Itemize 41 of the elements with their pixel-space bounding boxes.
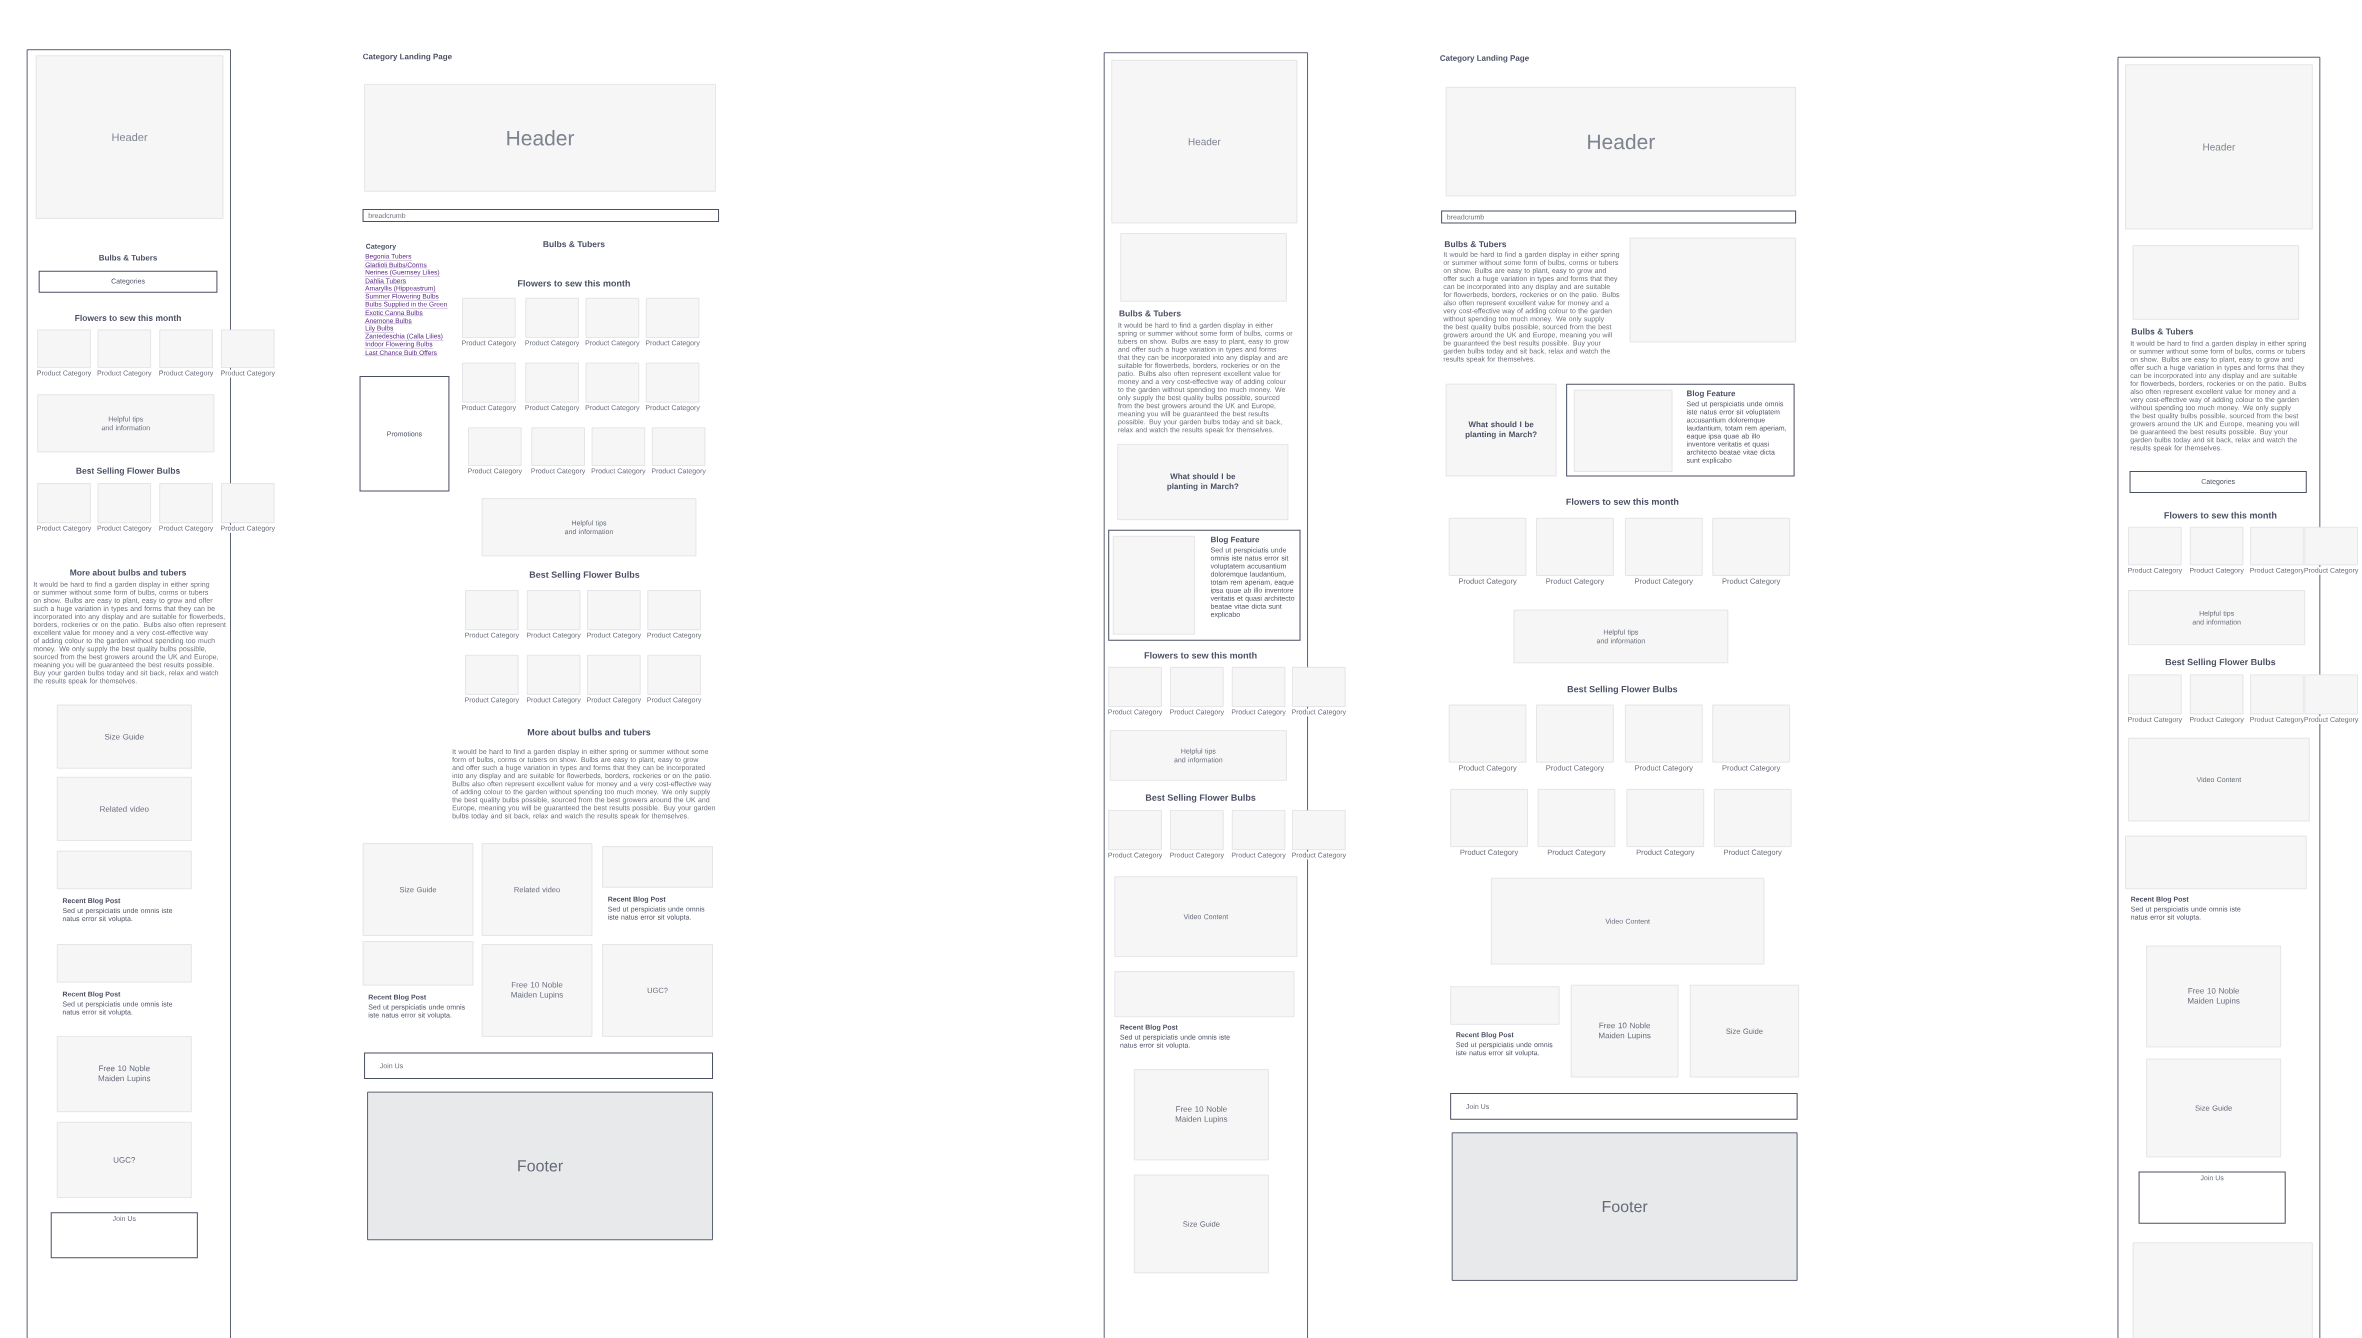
- content-box: Free 10 Noble Maiden Lupins: [1570, 984, 1679, 1078]
- image-box: [1573, 389, 1673, 472]
- content-box: What should I be planting in March?: [1445, 383, 1557, 477]
- section-heading: Best Selling Flower Bulbs: [1567, 685, 1678, 695]
- section-heading: Bulbs & Tubers: [543, 240, 605, 248]
- footer-block: Footer: [1451, 1132, 1798, 1281]
- header-block: Header: [1111, 59, 1298, 224]
- section-heading: Bulbs & Tubers: [1119, 310, 1181, 317]
- image-box: [2132, 245, 2300, 320]
- section-heading: Flowers to sew this month: [1144, 651, 1257, 659]
- page-title: Category Landing Page: [363, 53, 452, 61]
- content-box: Free 10 Noble Maiden Lupins: [481, 944, 593, 1037]
- header-block: Header: [35, 55, 224, 219]
- section-heading: Flowers to sew this month: [1566, 498, 1679, 505]
- content-box: Related video: [56, 777, 192, 841]
- section-heading: More about bulbs and tubers: [527, 728, 651, 736]
- content-box: Size Guide: [56, 704, 192, 769]
- section-heading: Bulbs & Tubers: [2131, 328, 2194, 335]
- section-heading: More about bulbs and tubers: [70, 569, 186, 576]
- page-title: Category Landing Page: [1440, 55, 1529, 63]
- section-heading: Flowers to sew this month: [75, 314, 181, 321]
- section-heading: Best Selling Flower Bulbs: [529, 571, 640, 580]
- content-box: Free 10 Noble Maiden Lupins: [56, 1036, 192, 1112]
- section-heading: Best Selling Flower Bulbs: [2165, 658, 2276, 668]
- image-box: [1629, 237, 1796, 343]
- section-heading: Best Selling Flower Bulbs: [76, 467, 180, 476]
- section-heading: Bulbs & Tubers: [99, 254, 157, 261]
- section-heading: Flowers to sew this month: [2164, 511, 2277, 519]
- header-block: Header: [2125, 64, 2313, 230]
- header-block: Header: [1445, 87, 1796, 197]
- content-box: UGC?: [56, 1121, 192, 1198]
- section-heading: Flowers to sew this month: [518, 279, 630, 287]
- image-box: [1120, 233, 1287, 302]
- footer-block: Footer: [367, 1091, 713, 1241]
- image-box: [1112, 536, 1195, 635]
- section-heading: Bulbs & Tubers: [1444, 240, 1507, 248]
- content-box: Free 10 Noble Maiden Lupins: [1134, 1069, 1269, 1161]
- section-heading: Best Selling Flower Bulbs: [1145, 794, 1256, 803]
- content-box: Free 10 Noble Maiden Lupins: [2146, 945, 2281, 1048]
- content-box: What should I be planting in March?: [1117, 444, 1289, 520]
- header-block: Header: [364, 84, 716, 192]
